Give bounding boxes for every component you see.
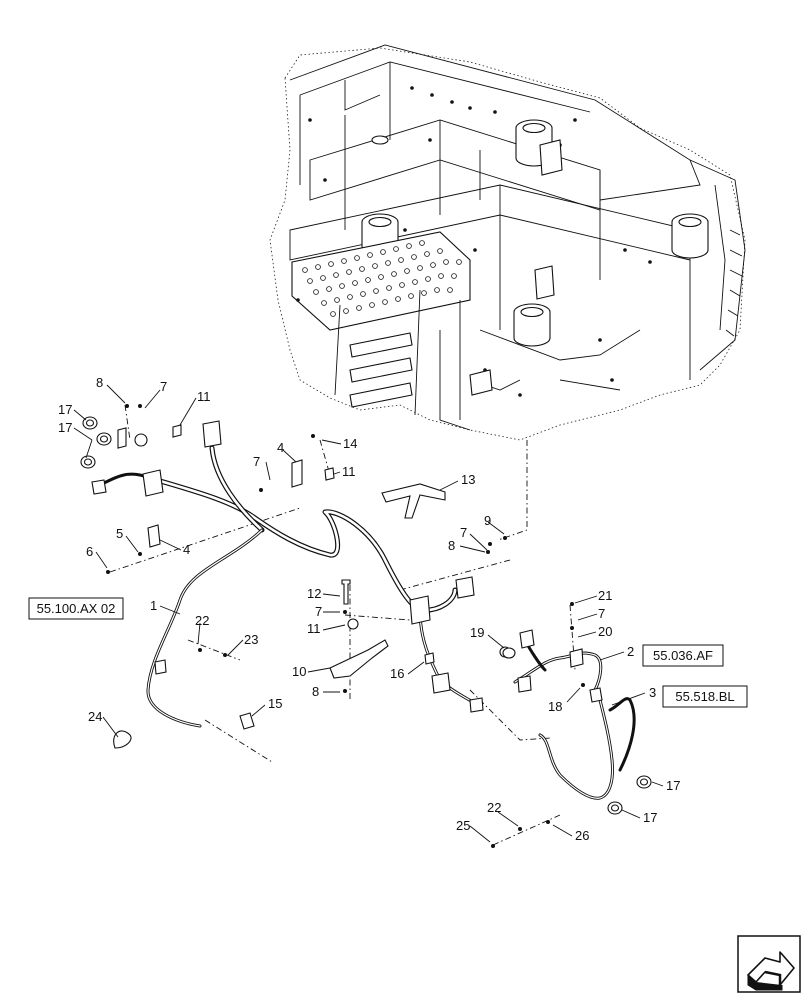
callout-18: 18 <box>548 699 562 714</box>
callout-12: 12 <box>307 586 321 601</box>
callout-14: 14 <box>343 436 357 451</box>
callout-15: 15 <box>268 696 282 711</box>
next-page-arrow-icon[interactable] <box>737 935 801 993</box>
callout-20: 20 <box>598 624 612 639</box>
reference-55-100-ax-02[interactable]: 55.100.AX 02 <box>37 601 116 616</box>
callout-17: 17 <box>643 810 657 825</box>
secondary-harness <box>499 629 636 800</box>
callout-22: 22 <box>195 613 209 628</box>
callout-17: 17 <box>58 420 72 435</box>
callout-7: 7 <box>598 606 605 621</box>
callout-26: 26 <box>575 828 589 843</box>
callout-22: 22 <box>487 800 501 815</box>
callout-2: 2 <box>627 644 634 659</box>
callout-numbers: 8 7 11 17 17 14 4 7 11 13 9 7 5 8 4 6 12… <box>58 375 680 843</box>
callout-1: 1 <box>150 598 157 613</box>
callout-13: 13 <box>461 472 475 487</box>
callout-17: 17 <box>666 778 680 793</box>
callout-5: 5 <box>116 526 123 541</box>
callout-23: 23 <box>244 632 258 647</box>
callout-8: 8 <box>96 375 103 390</box>
callout-9: 9 <box>484 513 491 528</box>
callout-4: 4 <box>183 542 190 557</box>
assembly-centerlines <box>109 404 576 846</box>
callout-24: 24 <box>88 709 102 724</box>
callout-11: 11 <box>342 464 356 479</box>
reference-boxes: 55.100.AX 02 55.036.AF 55.518.BL <box>28 597 748 708</box>
callout-4: 4 <box>277 440 284 455</box>
machine-frame <box>269 44 746 441</box>
callout-7: 7 <box>160 379 167 394</box>
callout-8: 8 <box>312 684 319 699</box>
small-parts <box>80 404 652 848</box>
callout-11: 11 <box>307 621 321 636</box>
callout-16: 16 <box>390 666 404 681</box>
callout-19: 19 <box>470 625 484 640</box>
callout-11: 11 <box>197 389 211 404</box>
callout-8: 8 <box>448 538 455 553</box>
callout-7: 7 <box>460 525 467 540</box>
callout-17: 17 <box>58 402 72 417</box>
callout-10: 10 <box>292 664 306 679</box>
callout-25: 25 <box>456 818 470 833</box>
callout-7: 7 <box>315 604 322 619</box>
callout-7: 7 <box>253 454 260 469</box>
callout-21: 21 <box>598 588 612 603</box>
main-wiring-harness <box>91 420 484 728</box>
leader-lines <box>73 384 664 843</box>
callout-6: 6 <box>86 544 93 559</box>
reference-55-036-af[interactable]: 55.036.AF <box>653 648 713 663</box>
callout-3: 3 <box>649 685 656 700</box>
reference-55-518-bl[interactable]: 55.518.BL <box>675 689 734 704</box>
